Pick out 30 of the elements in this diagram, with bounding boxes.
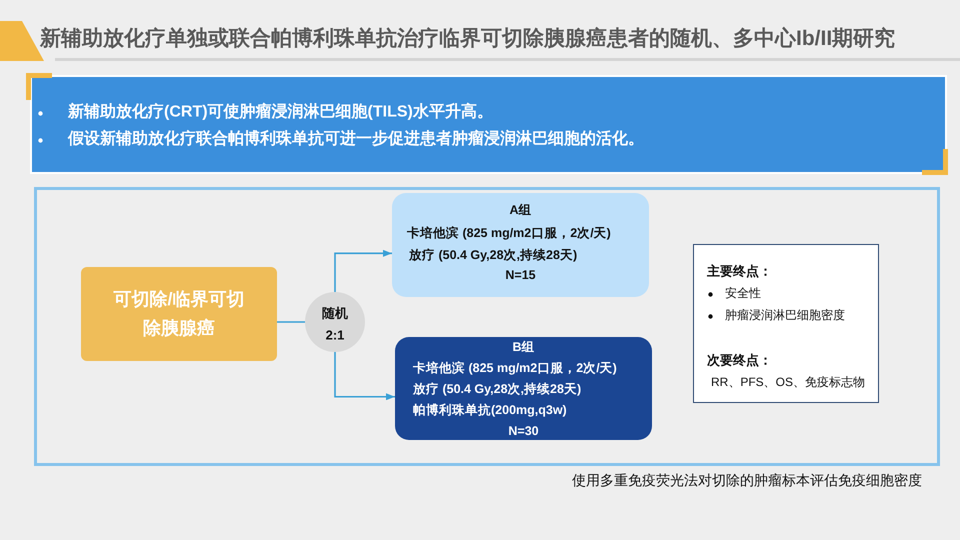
- endpoint-text: 安全性: [725, 286, 761, 302]
- dose-text: 卡培他滨 (825 mg/m2口服，2次/天): [407, 224, 611, 242]
- info-banner: [30, 75, 947, 174]
- ratio-text: 2:1: [326, 328, 344, 344]
- endpoint-heading: 主要终点：: [707, 264, 772, 280]
- sample-size: N=30: [508, 422, 539, 440]
- arrow: [334, 250, 392, 292]
- arm-heading: B组: [512, 338, 535, 356]
- treatment-arm-box: [392, 193, 649, 297]
- endpoint-text: RR、PFS、OS、免疫标志物: [711, 375, 866, 391]
- arm-heading: A组: [509, 202, 532, 218]
- dose-text: 卡培他滨 (825 mg/m2口服，2次/天): [413, 360, 617, 376]
- endpoint-box: [693, 244, 879, 403]
- panel-frame: [34, 187, 940, 466]
- sample-size: N=15: [505, 266, 536, 284]
- endpoint-text: 肿瘤浸润淋巴细胞密度: [725, 308, 845, 324]
- randomization-text: 随机: [322, 306, 348, 322]
- bullet-text: 假设新辅助放化疗联合帕博利珠单抗可进一步促进患者肿瘤浸润淋巴细胞的活化。: [68, 130, 644, 150]
- dose-text: 帕博利珠单抗(200mg,q3w): [413, 402, 567, 418]
- dose-text: 放疗 (50.4 Gy,28次,持续28天): [409, 246, 578, 264]
- slide-title: 新辅助放化疗单独或联合帕博利珠单抗治疗临界可切除胰腺癌患者的随机、多中心Ib/II期研究: [40, 26, 896, 52]
- condition-box: [81, 267, 277, 361]
- dose-text: 放疗 (50.4 Gy,28次,持续28天): [413, 380, 582, 398]
- footnote: 使用多重免疫荧光法对切除的肿瘤标本评估免疫细胞密度: [572, 472, 922, 490]
- arrow: [334, 352, 395, 400]
- connector-line: [277, 321, 305, 323]
- endpoint-heading: 次要终点：: [707, 352, 772, 370]
- bullet-text: 新辅助放化疗(CRT)可使肿瘤浸润淋巴细胞(TILS)水平升高。: [68, 102, 493, 123]
- treatment-arm-box: [395, 337, 652, 440]
- condition-text: 可切除/临界可切除胰腺癌: [112, 288, 246, 340]
